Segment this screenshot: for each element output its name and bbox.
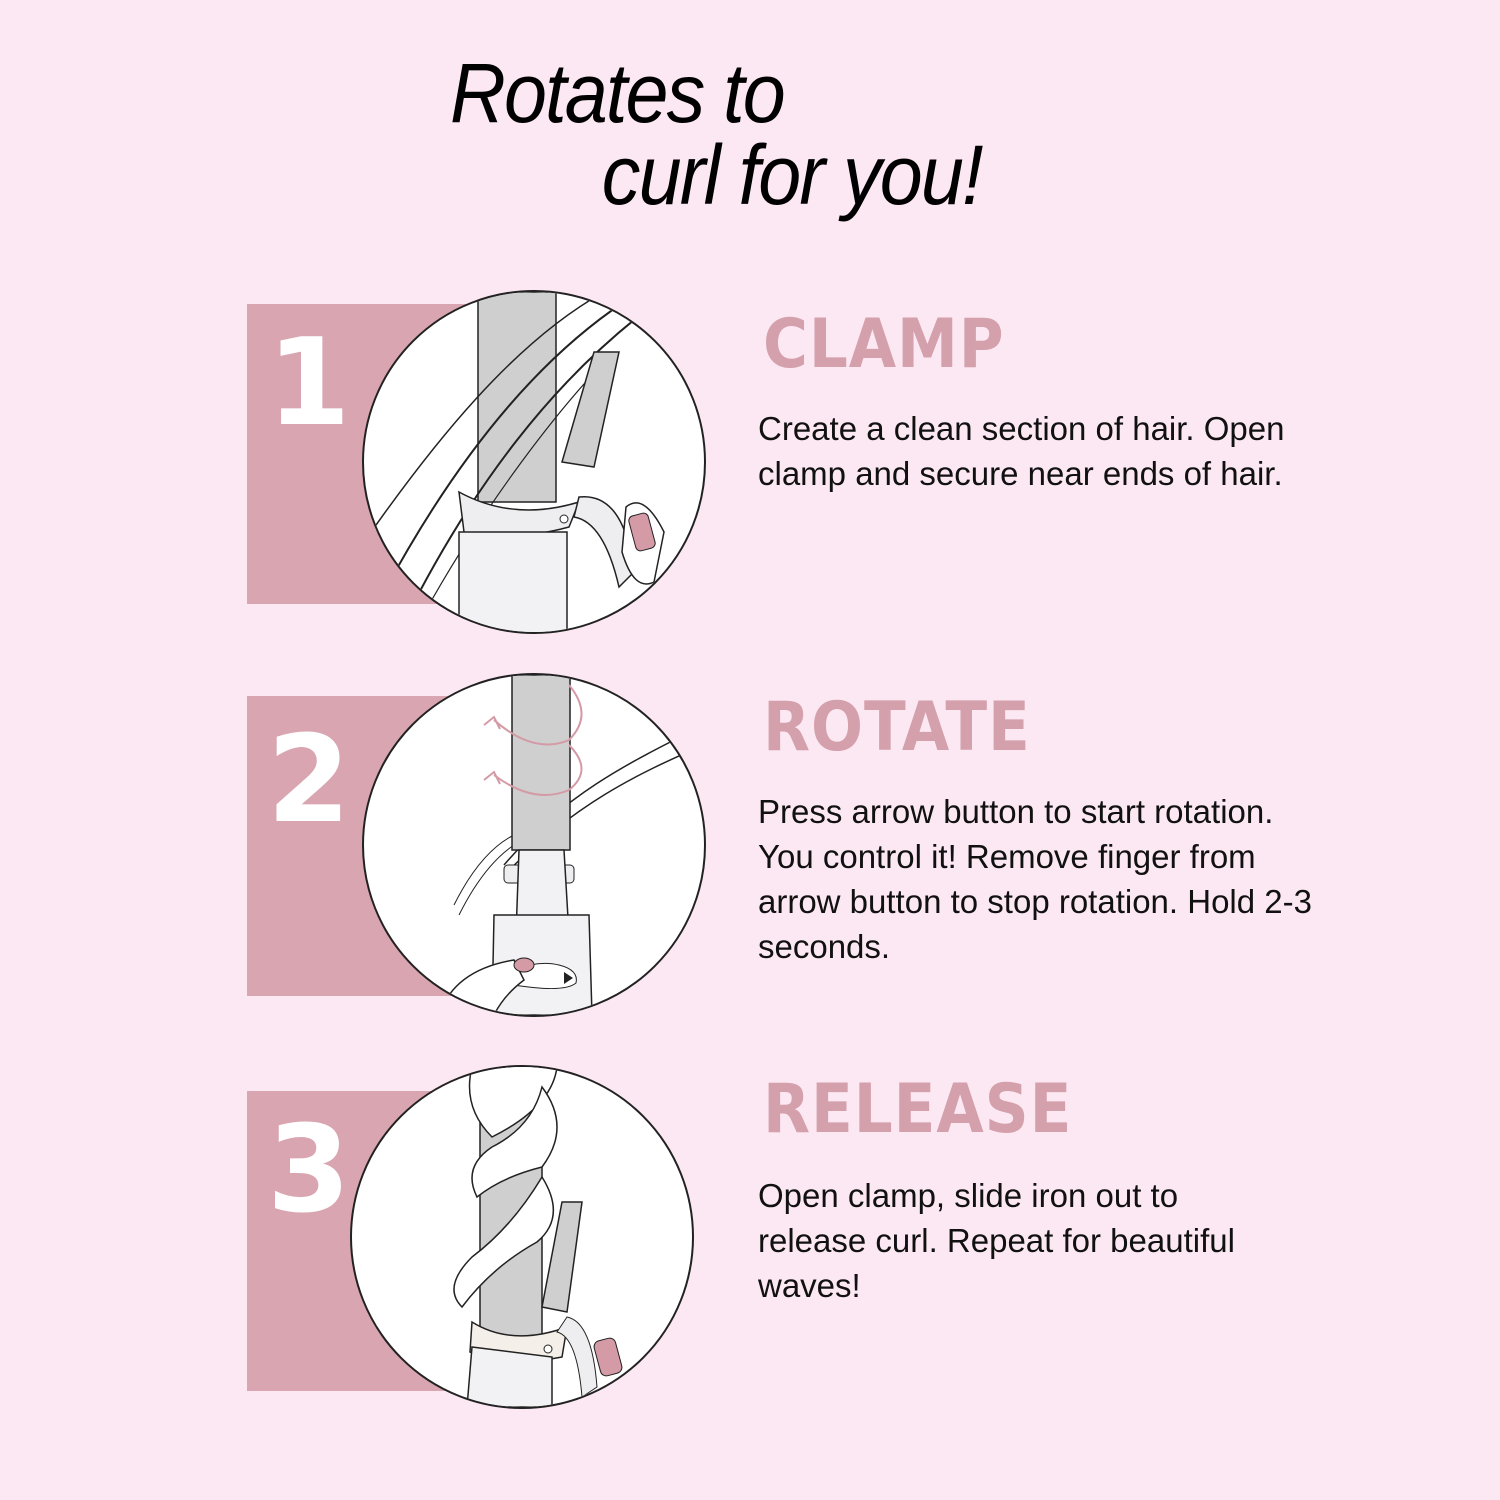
step-heading: CLAMP <box>763 305 1005 384</box>
step-description: Create a clean section of hair. Open cla… <box>758 410 1285 492</box>
step-number: 3 <box>267 1101 351 1240</box>
step-heading: RELEASE <box>763 1070 1073 1149</box>
step-description: Press arrow button to start rotation. Yo… <box>758 793 1312 965</box>
step-number: 2 <box>267 711 351 850</box>
step-description: Open clamp, slide iron out to release cu… <box>758 1177 1235 1304</box>
title-line-2: curl for you! <box>601 128 984 222</box>
title-line-1: Rotates to <box>450 46 786 140</box>
step-number: 1 <box>267 314 351 453</box>
page-title: Rotates to curl for you! <box>450 51 984 222</box>
clamp-hair-icon <box>362 290 706 634</box>
rotate-barrel-icon <box>362 673 706 1017</box>
release-curl-icon <box>350 1065 694 1409</box>
step-heading: ROTATE <box>763 688 1031 767</box>
